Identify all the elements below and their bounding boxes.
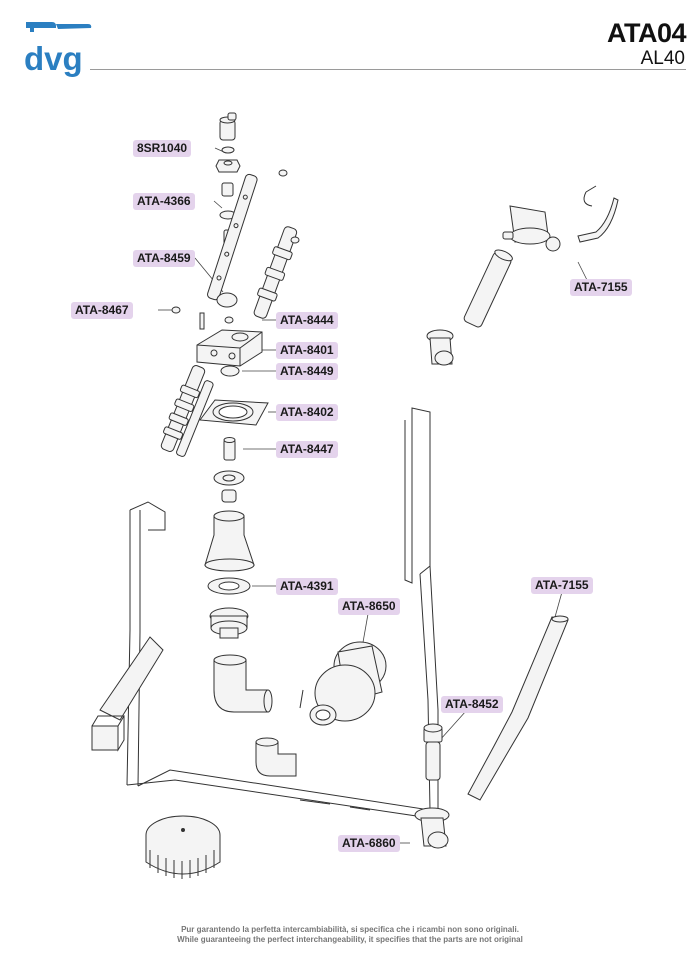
disc-part	[213, 470, 245, 486]
diagram-code: ATA04	[606, 18, 687, 48]
o-ring-8sr1040	[221, 146, 235, 154]
dvg-logo: dvg	[24, 22, 92, 77]
pin-part	[219, 112, 237, 141]
elbow-pipe-left	[213, 654, 273, 713]
label-ata7155-long: ATA-7155	[531, 577, 593, 594]
washer-ata8444	[224, 316, 234, 324]
screw-part	[199, 312, 205, 330]
label-ata8650: ATA-8650	[338, 598, 400, 615]
nut-part	[215, 159, 241, 173]
lower-wash-arm	[160, 365, 206, 452]
footer-disclaimer-en: While guaranteeing the perfect interchan…	[177, 935, 523, 944]
label-ata8447: ATA-8447	[276, 441, 338, 458]
upper-wash-arm	[207, 173, 258, 301]
filter-basket	[145, 815, 221, 879]
label-ata8452: ATA-8452	[441, 696, 503, 713]
gasket-ata4391	[207, 577, 251, 595]
bushing-part	[221, 489, 237, 503]
label-ata8467: ATA-8467	[71, 302, 133, 319]
label-ata8444: ATA-8444	[276, 312, 338, 329]
arm-end-cap-2	[290, 236, 300, 244]
spacer-part	[221, 182, 234, 197]
label-ata8449: ATA-8449	[276, 363, 338, 380]
label-ata8459: ATA-8459	[133, 250, 195, 267]
hose-ata7155-short	[577, 185, 619, 243]
pressure-switch-assembly	[502, 205, 561, 252]
label-ata8402: ATA-8402	[276, 404, 338, 421]
label-8sr1040: 8SR1040	[133, 140, 192, 157]
elbow-pipe-lower	[255, 737, 297, 777]
hub-ata8401	[196, 329, 263, 367]
cap-ata8459	[216, 292, 238, 308]
nozzle-ata8452	[423, 723, 443, 781]
label-ata4366: ATA-4366	[133, 193, 195, 210]
label-ata8401: ATA-8401	[276, 342, 338, 359]
machine-model: AL40	[640, 48, 685, 69]
brand-text: dvg	[24, 40, 83, 77]
funnel-part	[204, 510, 255, 572]
plug-ata8467	[171, 306, 181, 314]
label-ata7155-top: ATA-7155	[570, 279, 632, 296]
arm-end-cap	[278, 169, 288, 177]
rinse-arm-upper	[253, 226, 298, 319]
frame-left-upright	[91, 501, 166, 787]
ring-ata8449	[220, 365, 240, 377]
shaft-ata8447	[223, 437, 236, 461]
flange-ata8402	[199, 399, 269, 426]
label-ata6860: ATA-6860	[338, 835, 400, 852]
drain-pump-ata8650	[299, 641, 387, 726]
vertical-pipe	[463, 249, 513, 328]
hose-ata7155-long	[467, 615, 569, 801]
sump-part	[209, 607, 249, 639]
lower-rinse-arm	[176, 380, 214, 457]
drain-fitting-ata6860	[414, 807, 450, 849]
label-ata4391: ATA-4391	[276, 578, 338, 595]
drain-fitting-top	[426, 329, 454, 366]
header-rule	[90, 69, 686, 70]
footer-disclaimer-it: Pur garantendo la perfetta intercambiabi…	[181, 925, 519, 934]
